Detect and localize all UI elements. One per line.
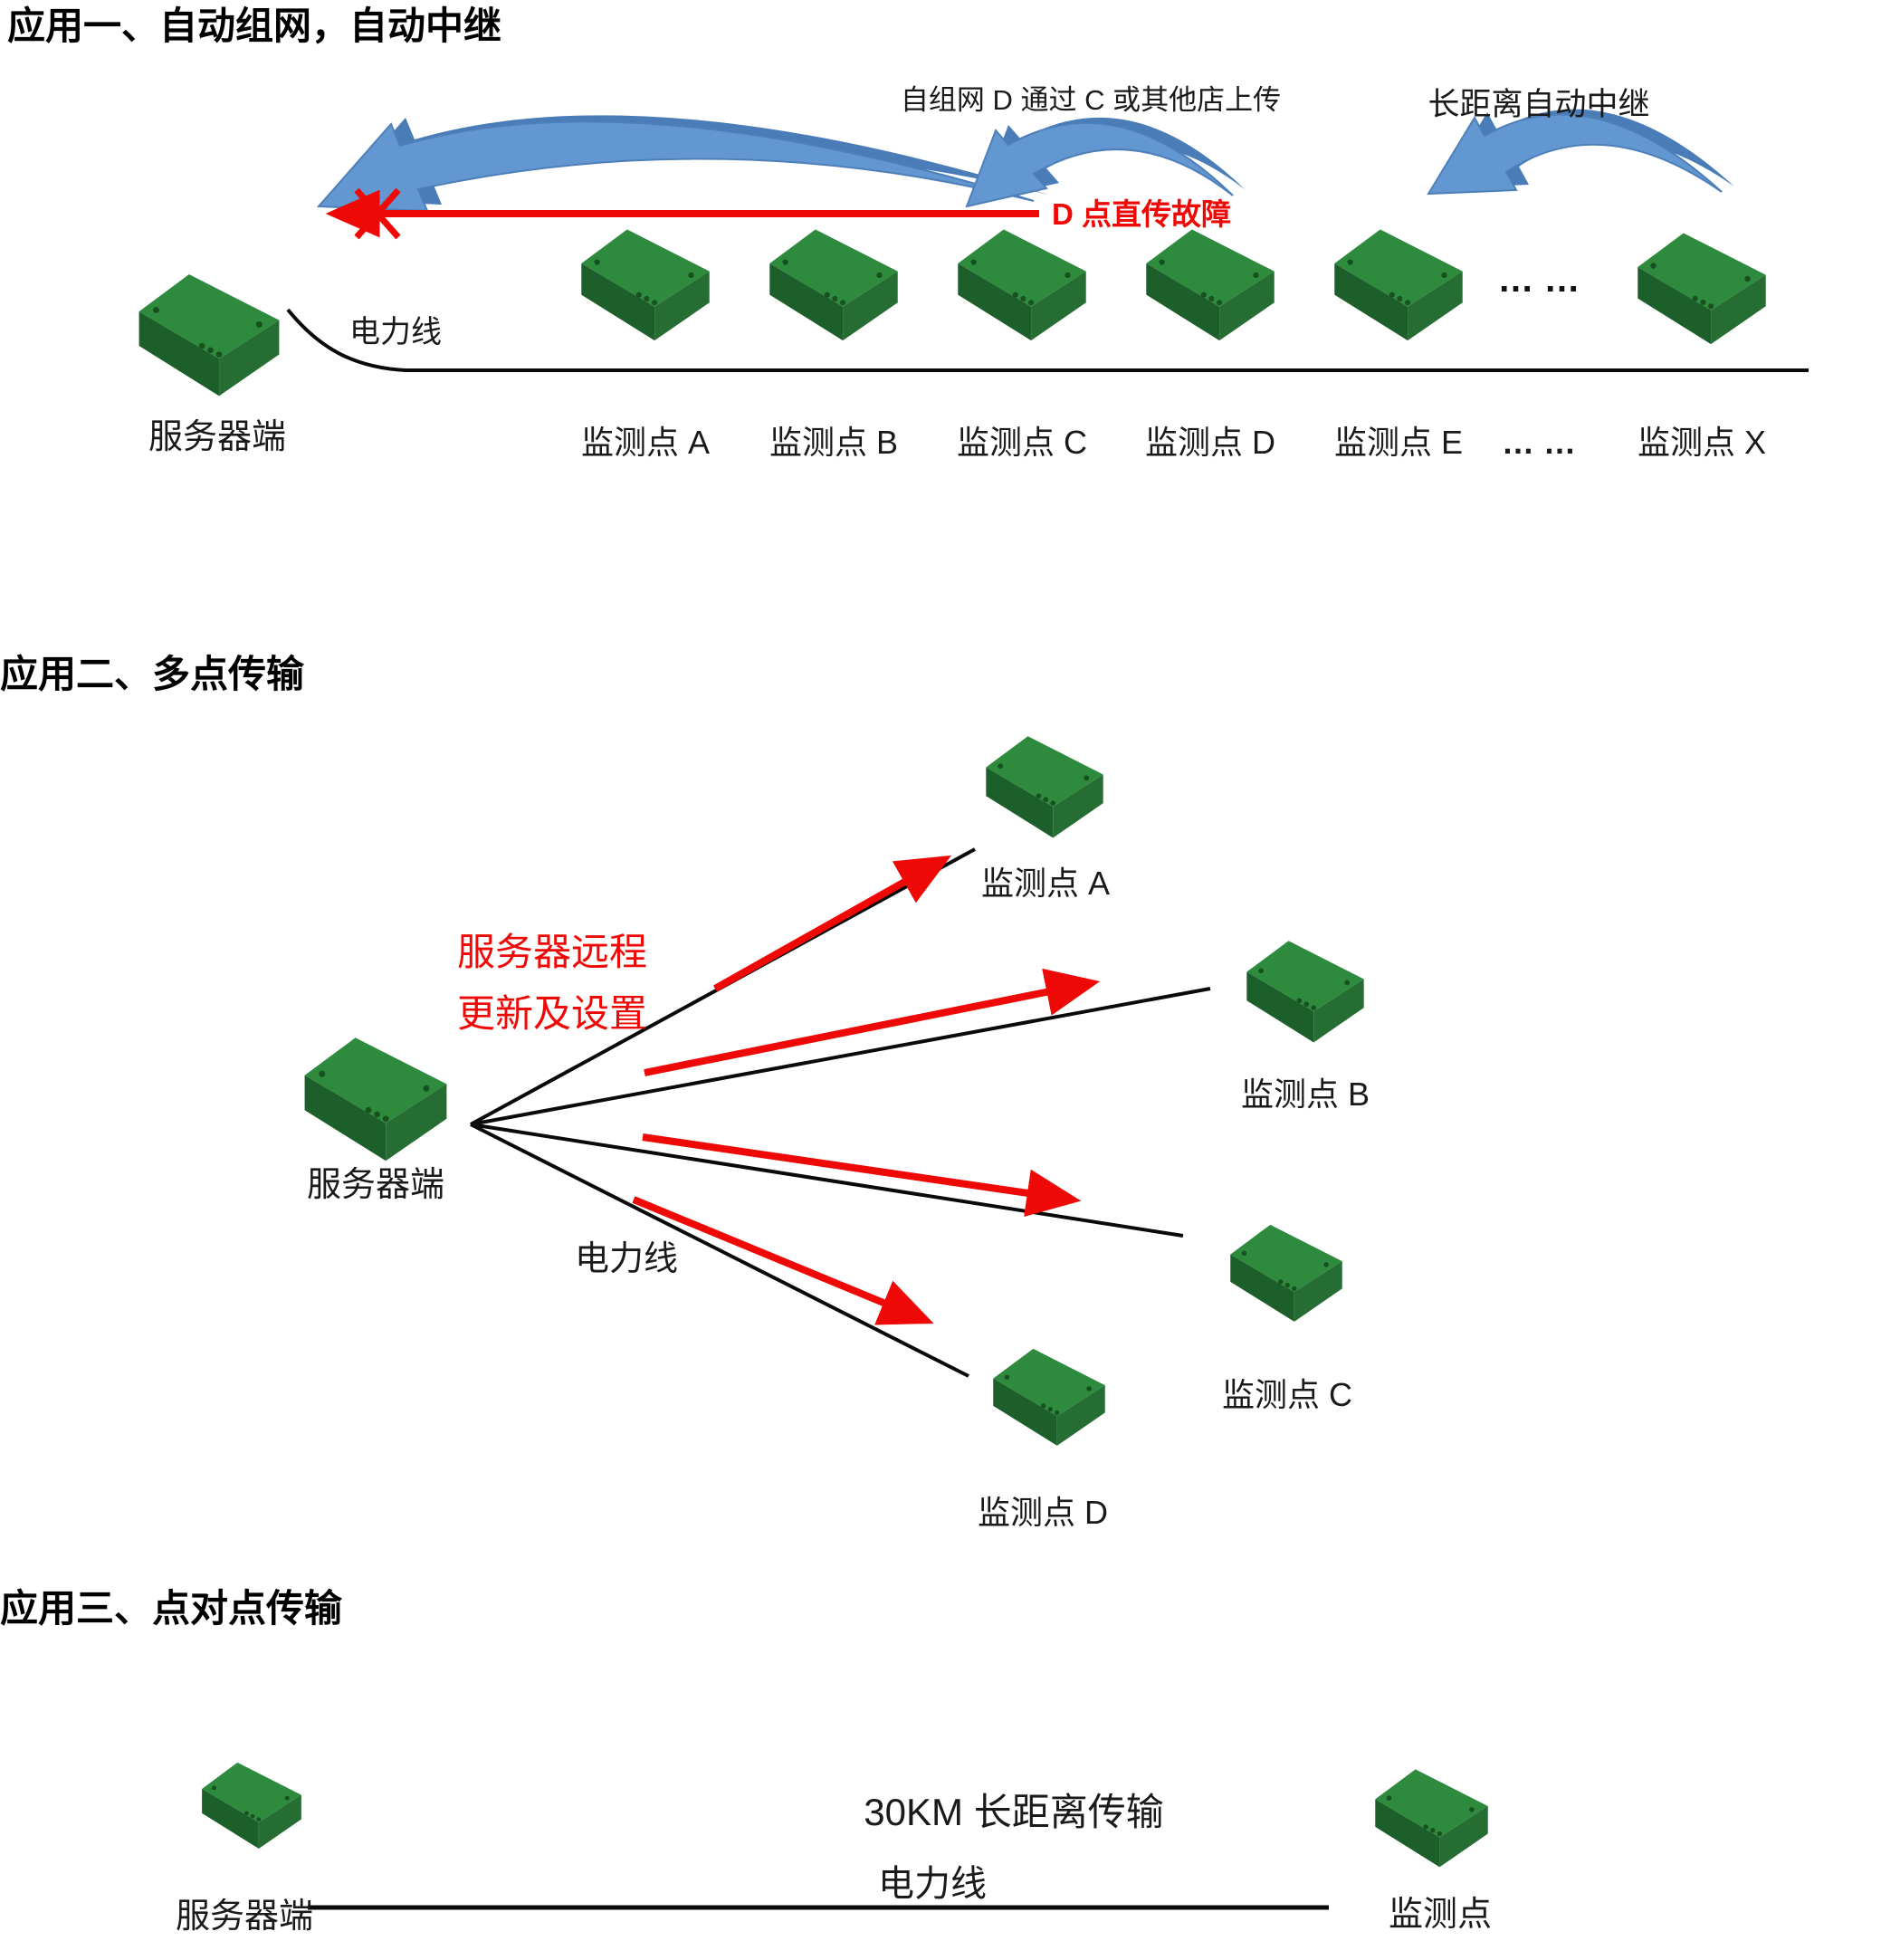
device-node-c2 [1230,1224,1342,1322]
device-node-e1 [1334,229,1463,341]
powerline-label-1: 电力线 [349,315,442,349]
device-row-ellipsis: … … [1497,260,1580,300]
remote-note-line1: 服务器远程 [457,931,648,973]
device-node-d1 [1146,229,1275,341]
remote-note-line2: 更新及设置 [457,992,648,1035]
powerline-label-3: 电力线 [878,1864,987,1904]
multipoint-lines [470,847,1211,1378]
distance-label: 30KM 长距离传输 [864,1791,1164,1833]
device-node-b2 [1246,941,1364,1043]
fault-line [325,187,1039,240]
section3-title: 应用三、点对点传输 [0,1589,343,1630]
powerline-label-2: 电力线 [575,1240,679,1278]
server-label-2: 服务器端 [306,1166,445,1204]
node-label-b2: 监测点 B [1240,1076,1370,1113]
device-node-x1 [1638,233,1766,345]
device-server-3 [202,1762,301,1850]
node-label-c1: 监测点 C [956,424,1088,461]
device-node-a2 [986,736,1103,838]
node-label-3: 监测点 [1388,1896,1493,1934]
device-node-3 [1375,1769,1488,1868]
node-label-x1: 监测点 X [1637,424,1767,461]
device-node-a1 [581,229,710,341]
node-label-a1: 监测点 A [580,424,711,461]
device-server-1 [138,274,280,397]
section1-title: 应用一、自动组网，自动中继 [7,6,502,48]
long-distance-relay-arc-icon [1427,113,1723,196]
node-label-ellipsis: … … [1501,424,1577,461]
relay-caption: 长距离自动中继 [1427,87,1650,122]
power-line-1 [286,308,1809,372]
node-label-d2: 监测点 D [977,1494,1109,1531]
d-via-c-arc-icon [965,122,1234,208]
device-node-b1 [769,229,898,341]
node-label-a2: 监测点 A [980,865,1111,902]
device-node-d2 [993,1348,1105,1446]
server-label-1: 服务器端 [148,418,287,456]
device-node-c1 [958,229,1086,341]
section2-title: 应用二、多点传输 [0,655,305,696]
node-label-b1: 监测点 B [769,424,899,461]
node-label-e1: 监测点 E [1333,424,1464,461]
node-label-c2: 监测点 C [1221,1376,1353,1413]
mesh-upload-arc-icon [316,120,1035,213]
node-label-d1: 监测点 D [1144,424,1276,461]
server-label-3: 服务器端 [175,1898,314,1936]
device-server-2 [304,1037,447,1162]
fault-label: D 点直传故障 [1052,197,1231,231]
multipoint-red-arrows [632,855,1101,1325]
mesh-caption: 自组网 D 通过 C 或其他店上传 [900,84,1282,116]
